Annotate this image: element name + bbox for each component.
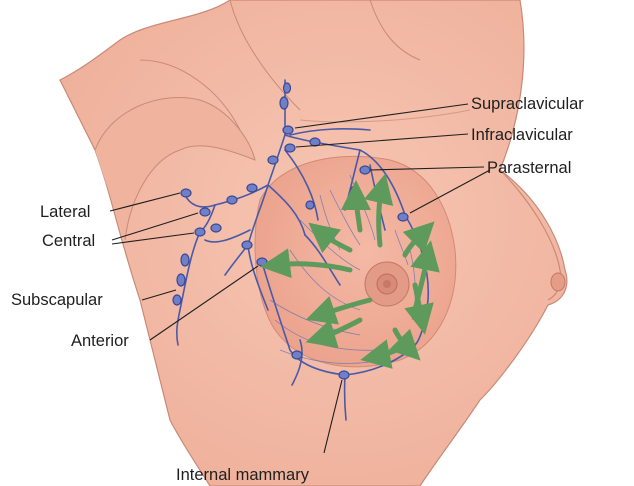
label-infraclavicular: Infraclavicular [471, 126, 573, 144]
label-central: Central [42, 232, 95, 250]
label-subscapular: Subscapular [11, 291, 103, 309]
node-internal-mammary-2 [339, 371, 349, 379]
node-neck-1 [280, 97, 288, 109]
label-parasternal: Parasternal [487, 159, 571, 177]
node-neck-2 [284, 83, 291, 93]
label-supraclavicular: Supraclavicular [471, 95, 584, 113]
node-axilla-2 [268, 156, 278, 164]
node-breast-1 [306, 201, 314, 209]
node-parasternal-2 [398, 213, 408, 221]
node-supraclavicular [283, 126, 293, 134]
label-internal-mammary: Internal mammary [176, 466, 310, 484]
node-lateral [181, 189, 191, 197]
node-central-3 [211, 224, 221, 232]
node-subscapular-3 [173, 295, 181, 305]
node-parasternal-1 [360, 166, 370, 174]
torso-illustration [60, 0, 567, 486]
node-subscapular-2 [177, 274, 185, 286]
node-axilla-3 [227, 196, 237, 204]
label-lateral: Lateral [40, 203, 90, 221]
node-anterior [257, 258, 267, 266]
node-central-1 [200, 208, 210, 216]
label-anterior: Anterior [71, 332, 129, 350]
node-internal-mammary-1 [292, 351, 302, 359]
node-infraclavicular [285, 144, 295, 152]
node-axilla-5 [242, 241, 252, 249]
node-axilla-4 [247, 184, 257, 192]
node-subscapular-1 [181, 254, 189, 266]
node-central-2 [195, 228, 205, 236]
